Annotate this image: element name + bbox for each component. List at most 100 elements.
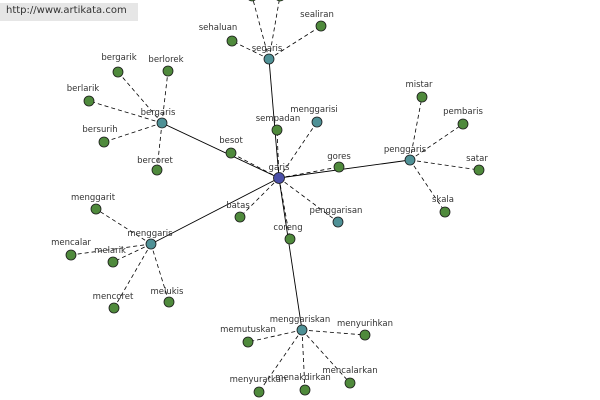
node-menyurihkan[interactable] bbox=[359, 329, 371, 341]
label-mencalarkan: mencalarkan bbox=[322, 366, 377, 376]
node-penggarisan[interactable] bbox=[332, 216, 344, 228]
label-sealiran: sealiran bbox=[300, 10, 334, 20]
label-segaris: segaris bbox=[252, 44, 283, 54]
node-garis[interactable] bbox=[273, 172, 285, 184]
node-berlorek[interactable] bbox=[162, 65, 174, 77]
label-besot: besot bbox=[219, 136, 243, 146]
node-menyuratkan[interactable] bbox=[253, 386, 265, 398]
edge-garis-sempadan bbox=[276, 129, 280, 179]
node-sempadan[interactable] bbox=[271, 124, 283, 136]
node-menggarisi[interactable] bbox=[311, 116, 323, 128]
edge-menggariskan-menyurihkan bbox=[301, 329, 366, 336]
label-penggarisan: penggarisan bbox=[310, 206, 363, 216]
node-gores[interactable] bbox=[333, 161, 345, 173]
node-bergarik[interactable] bbox=[112, 66, 124, 78]
edge-menggariskan-menyuratkan bbox=[258, 329, 303, 393]
label-pembaris: pembaris bbox=[443, 107, 483, 117]
label-mencoret: mencoret bbox=[93, 292, 134, 302]
edge-penggaris-satar bbox=[409, 159, 480, 171]
node-skala[interactable] bbox=[439, 206, 451, 218]
node-menggarit[interactable] bbox=[90, 203, 102, 215]
node-offscreen-1[interactable] bbox=[247, 0, 257, 2]
edge-segaris-sealiran bbox=[268, 25, 322, 60]
label-mistar: mistar bbox=[405, 80, 433, 90]
label-garis: garis bbox=[269, 163, 290, 173]
label-menggariskan: menggariskan bbox=[270, 315, 331, 325]
edge-segaris-offscreen-2 bbox=[268, 0, 280, 60]
label-menakdirkan: menakdirkan bbox=[275, 373, 331, 383]
label-memutuskan: memutuskan bbox=[220, 325, 276, 335]
edge-menggaris-melukis bbox=[150, 243, 170, 303]
label-menyurihkan: menyurihkan bbox=[337, 319, 393, 329]
node-melarik[interactable] bbox=[107, 256, 119, 268]
edge-garis-segaris bbox=[268, 58, 280, 179]
node-mistar[interactable] bbox=[416, 91, 428, 103]
edge-penggaris-skala bbox=[409, 159, 446, 213]
node-mencalarkan[interactable] bbox=[344, 377, 356, 389]
edge-garis-menggariskan bbox=[278, 177, 303, 331]
edge-menggaris-melarik bbox=[112, 243, 152, 263]
label-melarik: melarik bbox=[94, 246, 126, 256]
label-skala: skala bbox=[432, 195, 454, 205]
label-sempadan: sempadan bbox=[256, 114, 301, 124]
node-menggaris[interactable] bbox=[145, 238, 157, 250]
node-segaris[interactable] bbox=[263, 53, 275, 65]
edge-bergaris-bersurih bbox=[103, 122, 163, 143]
label-bergaris: bergaris bbox=[141, 108, 176, 118]
label-satar: satar bbox=[466, 154, 488, 164]
node-menakdirkan[interactable] bbox=[299, 384, 311, 396]
node-berlarik[interactable] bbox=[83, 95, 95, 107]
edge-garis-coreng bbox=[278, 177, 291, 240]
edge-bergaris-berlorek bbox=[161, 70, 169, 124]
label-menggarisi: menggarisi bbox=[290, 105, 338, 115]
edge-garis-gores bbox=[278, 166, 340, 179]
edge-penggaris-pembaris bbox=[409, 123, 464, 161]
node-melukis[interactable] bbox=[163, 296, 175, 308]
label-bergarik: bergarik bbox=[101, 53, 136, 63]
node-penggaris[interactable] bbox=[404, 154, 416, 166]
label-batas: batas bbox=[226, 201, 250, 211]
edge-garis-besot bbox=[230, 152, 280, 179]
node-menggariskan[interactable] bbox=[296, 324, 308, 336]
label-berlorek: berlorek bbox=[148, 55, 183, 65]
label-menggarit: menggarit bbox=[71, 193, 116, 203]
label-melukis: melukis bbox=[151, 287, 185, 297]
label-coreng: coreng bbox=[273, 223, 302, 233]
node-coreng[interactable] bbox=[284, 233, 296, 245]
edge-bergaris-bercoret bbox=[156, 122, 163, 171]
edge-garis-penggarisan bbox=[278, 177, 339, 223]
node-bercoret[interactable] bbox=[151, 164, 163, 176]
node-sealiran[interactable] bbox=[315, 20, 327, 32]
edge-garis-batas bbox=[239, 177, 280, 218]
node-batas[interactable] bbox=[234, 211, 246, 223]
edge-garis-penggaris bbox=[278, 159, 411, 179]
label-menyuratkan: menyuratkan bbox=[230, 375, 287, 385]
label-gores: gores bbox=[327, 152, 351, 162]
label-menggaris: menggaris bbox=[127, 229, 173, 239]
edge-garis-menggarisi bbox=[278, 121, 318, 179]
label-bersurih: bersurih bbox=[82, 125, 117, 135]
node-pembaris[interactable] bbox=[457, 118, 469, 130]
watermark-url[interactable]: http://www.artikata.com bbox=[6, 5, 127, 16]
edge-menggaris-menggarit bbox=[95, 208, 152, 245]
node-offscreen-2[interactable] bbox=[275, 0, 285, 2]
watermark-banner: http://www.artikata.com bbox=[0, 3, 138, 21]
node-mencalar[interactable] bbox=[65, 249, 77, 261]
edge-garis-menggaris bbox=[150, 177, 280, 245]
node-satar[interactable] bbox=[473, 164, 485, 176]
node-bergaris[interactable] bbox=[156, 117, 168, 129]
node-besot[interactable] bbox=[225, 147, 237, 159]
edge-segaris-offscreen-1 bbox=[252, 0, 270, 60]
edge-menggariskan-menakdirkan bbox=[301, 329, 306, 391]
label-berlarik: berlarik bbox=[67, 84, 100, 94]
edge-menggaris-mencoret bbox=[113, 243, 152, 309]
label-sehaluan: sehaluan bbox=[199, 23, 238, 33]
node-mencoret[interactable] bbox=[108, 302, 120, 314]
node-memutuskan[interactable] bbox=[242, 336, 254, 348]
edge-menggariskan-mencalarkan bbox=[301, 329, 351, 384]
node-bersurih[interactable] bbox=[98, 136, 110, 148]
node-sehaluan[interactable] bbox=[226, 35, 238, 47]
edge-penggaris-mistar bbox=[409, 96, 423, 161]
edge-bergaris-berlarik bbox=[88, 100, 163, 124]
